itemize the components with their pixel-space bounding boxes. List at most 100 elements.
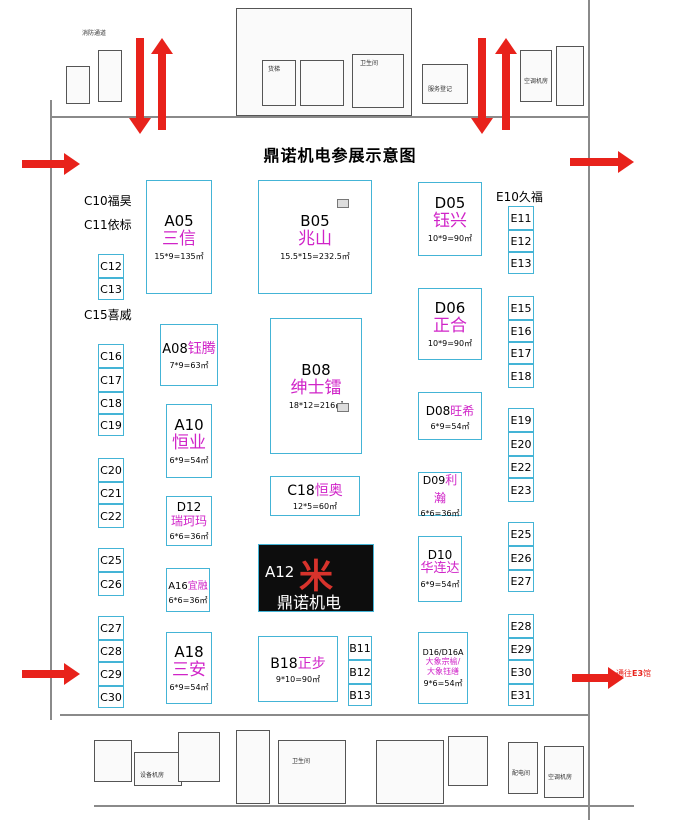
- booth-d06[interactable]: D06 正合 10*9=90㎡: [418, 288, 482, 360]
- booth-b13[interactable]: B13: [348, 684, 372, 706]
- booth-c10[interactable]: C10福昊: [84, 194, 132, 208]
- facility-label: 服务登记: [428, 86, 453, 93]
- booth-c16[interactable]: C16: [98, 344, 124, 368]
- booth-code: D09: [422, 473, 446, 487]
- booth-e25[interactable]: E25: [508, 522, 534, 546]
- booth-c18[interactable]: C18恒奥 12*5=60㎡: [270, 476, 360, 516]
- booth-d16[interactable]: D16/D16A 大象宗榆/ 大象钰缮 9*6=54㎡: [418, 632, 468, 704]
- booth-c22[interactable]: C22: [98, 504, 124, 528]
- booth-c28[interactable]: C28: [98, 640, 124, 662]
- booth-e13[interactable]: E13: [508, 252, 534, 274]
- booth-code: D16/D16A: [422, 648, 464, 658]
- booth-a10[interactable]: A10 恒业 6*9=54㎡: [166, 404, 212, 478]
- booth-d09[interactable]: D09利瀚 6*6=36㎡: [418, 472, 462, 519]
- facility-label: 配电间: [512, 770, 531, 777]
- company-name: 兆山: [298, 228, 332, 249]
- booth-c20[interactable]: C20: [98, 458, 124, 482]
- booth-a05[interactable]: A05 三信 15*9=135㎡: [146, 180, 212, 294]
- booth-area: 6*6=36㎡: [420, 509, 460, 519]
- booth-code: D08: [425, 403, 451, 418]
- facility-label: 设备机房: [140, 772, 165, 779]
- booth-c11[interactable]: C11依标: [84, 218, 132, 232]
- booth-c17[interactable]: C17: [98, 368, 124, 392]
- wall-right: [588, 0, 590, 820]
- booth-e27[interactable]: E27: [508, 570, 534, 592]
- booth-c21[interactable]: C21: [98, 482, 124, 504]
- booth-e31[interactable]: E31: [508, 684, 534, 706]
- wall-bottom-outer: [94, 805, 634, 807]
- top-center-room-3: [352, 54, 404, 108]
- map-title: 鼎诺机电参展示意图: [263, 146, 417, 165]
- booth-e16[interactable]: E16: [508, 320, 534, 342]
- booth-e17[interactable]: E17: [508, 342, 534, 364]
- facility-label: 空调机房: [548, 774, 573, 781]
- top-registration: [422, 64, 468, 104]
- booth-e11[interactable]: E11: [508, 206, 534, 230]
- booth-d08[interactable]: D08旺希 6*9=54㎡: [418, 392, 482, 440]
- company-name: 正步: [297, 655, 326, 672]
- booth-a18[interactable]: A18 三安 6*9=54㎡: [166, 632, 212, 704]
- booth-e23[interactable]: E23: [508, 478, 534, 502]
- company-name: 利瀚: [433, 472, 458, 505]
- booth-b18[interactable]: B18正步 9*10=90㎡: [258, 636, 338, 702]
- booth-b05[interactable]: B05 兆山 15.5*15=232.5㎡: [258, 180, 372, 294]
- booth-e30[interactable]: E30: [508, 660, 534, 684]
- booth-e20[interactable]: E20: [508, 432, 534, 456]
- booth-c15[interactable]: C15喜威: [84, 308, 132, 322]
- company-name: 华连达: [420, 561, 460, 577]
- booth-area: 10*9=90㎡: [427, 234, 473, 244]
- booth-e28[interactable]: E28: [508, 614, 534, 638]
- booth-e15[interactable]: E15: [508, 296, 534, 320]
- booth-b11[interactable]: B11: [348, 636, 372, 660]
- booth-d12[interactable]: D12 瑞珂玛 6*6=36㎡: [166, 496, 212, 546]
- booth-label: C18恒奥: [287, 481, 343, 499]
- booth-e10[interactable]: E10久福: [496, 190, 543, 204]
- bottom-toilet-2: [376, 740, 444, 804]
- facility-label: 货梯: [268, 66, 281, 73]
- booth-e18[interactable]: E18: [508, 364, 534, 388]
- company-name: 恒奥: [314, 482, 343, 499]
- booth-e26[interactable]: E26: [508, 546, 534, 570]
- booth-b12[interactable]: B12: [348, 660, 372, 684]
- bottom-block-2: [236, 730, 270, 804]
- company-name: 大象钰缮: [427, 666, 459, 676]
- booth-b08[interactable]: B08 绅士镭 18*12=216㎡: [270, 318, 362, 454]
- booth-c27[interactable]: C27: [98, 616, 124, 640]
- top-left-stair: [66, 66, 90, 104]
- booth-area: 6*6=36㎡: [169, 531, 209, 541]
- company-name: 钰腾: [187, 341, 216, 358]
- booth-c18-small[interactable]: C18: [98, 392, 124, 414]
- booth-c26[interactable]: C26: [98, 572, 124, 596]
- booth-d05[interactable]: D05 钰兴 10*9=90㎡: [418, 182, 482, 256]
- booth-code: D12: [176, 500, 202, 515]
- booth-d10[interactable]: D10 华连达 6*9=54㎡: [418, 536, 462, 602]
- booth-c30[interactable]: C30: [98, 686, 124, 708]
- company-name: 旺希: [450, 403, 475, 418]
- booth-area: 18*12=216㎡: [288, 401, 344, 411]
- facility-label: 空调机房: [524, 78, 549, 85]
- entrance-arrow: [471, 38, 493, 134]
- booth-e29[interactable]: E29: [508, 638, 534, 660]
- booth-a08[interactable]: A08钰腾 7*9=63㎡: [160, 324, 218, 386]
- company-name: 瑞珂玛: [170, 513, 207, 528]
- booth-area: 9*10=90㎡: [275, 675, 321, 685]
- booth-e19[interactable]: E19: [508, 408, 534, 432]
- booth-a16[interactable]: A16宜融 6*6=36㎡: [166, 568, 210, 612]
- booth-c12[interactable]: C12: [98, 254, 124, 278]
- booth-c25[interactable]: C25: [98, 548, 124, 572]
- booth-c29[interactable]: C29: [98, 662, 124, 686]
- booth-e22[interactable]: E22: [508, 456, 534, 478]
- facility-label: 卫生间: [360, 60, 379, 67]
- wall-top: [50, 116, 590, 118]
- booth-c13[interactable]: C13: [98, 278, 124, 300]
- booth-e12[interactable]: E12: [508, 230, 534, 252]
- sign-icon: [337, 403, 349, 412]
- booth-code: B18: [270, 655, 298, 672]
- booth-c19[interactable]: C19: [98, 414, 124, 436]
- booth-area: 6*9=54㎡: [169, 456, 209, 466]
- top-center-room-1: [262, 60, 296, 106]
- company-name: 宜融: [187, 580, 208, 592]
- booth-a12-sponsor[interactable]: A12 米 鼎诺机电: [258, 544, 374, 612]
- bottom-toilet-1: [278, 740, 346, 804]
